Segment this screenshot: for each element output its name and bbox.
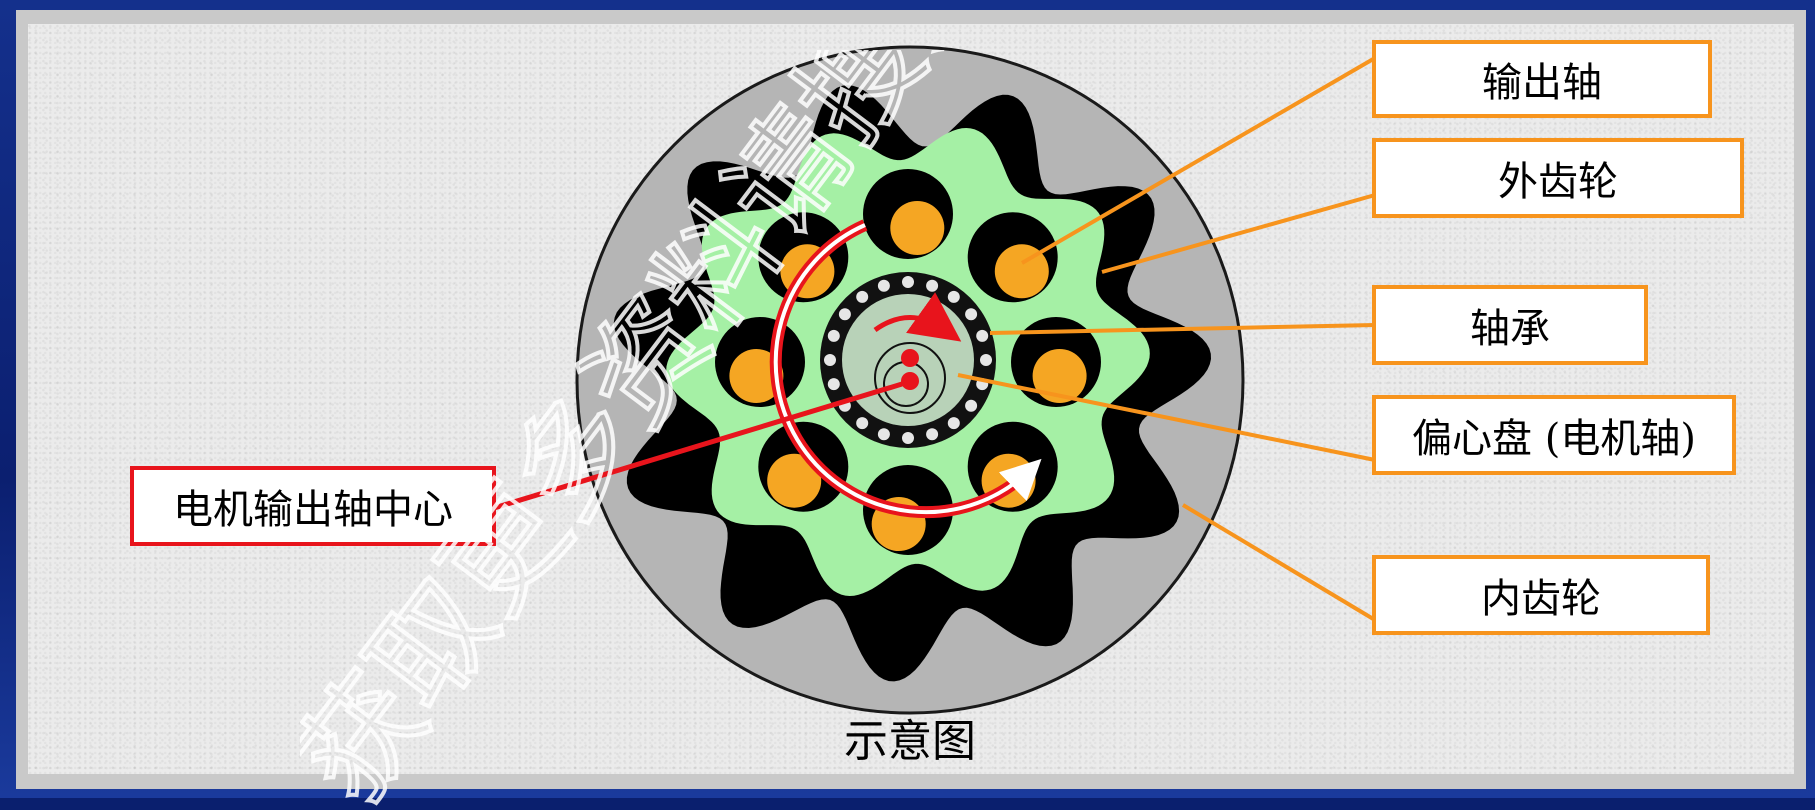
output-pin xyxy=(1032,349,1087,403)
bearing-ball xyxy=(926,428,939,441)
eccentric-rotation-arrow xyxy=(873,292,962,342)
output-pin xyxy=(767,453,822,508)
callout-line-eccentric-disk xyxy=(957,373,1376,462)
bearing-ball xyxy=(947,417,960,430)
callout-line-external-gear xyxy=(1101,193,1376,274)
bearing-ball xyxy=(877,428,890,441)
bearing-ball xyxy=(902,432,914,444)
motor-shaft-outline xyxy=(874,342,946,414)
bearing-ball xyxy=(856,290,869,303)
eccentric-center-dot xyxy=(901,349,919,367)
label-bearing: 轴承 xyxy=(1372,285,1648,365)
bearing-ball xyxy=(856,417,869,430)
bearing-ball xyxy=(947,290,960,303)
bearing-ball xyxy=(877,279,890,292)
label-eccentric-disk: 偏心盘 (电机轴) xyxy=(1372,395,1736,475)
bearing-ball xyxy=(926,279,939,292)
bearing-ball xyxy=(827,378,840,391)
label-external-gear: 外齿轮 xyxy=(1372,138,1744,218)
bearing-ball xyxy=(980,354,992,366)
bearing-ball xyxy=(965,399,978,412)
output-pin xyxy=(994,244,1049,299)
output-rotation-arrow-core xyxy=(773,223,1042,515)
label-output-shaft: 输出轴 xyxy=(1372,40,1712,118)
callout-line-motor-center xyxy=(493,381,903,511)
callout-line-bearing xyxy=(989,323,1376,335)
callout-line-internal-gear xyxy=(1181,503,1377,622)
label-motor-output-center: 电机输出轴中心 xyxy=(130,466,496,546)
bearing-ball xyxy=(838,308,851,321)
bearing-ball xyxy=(827,329,840,342)
motor-center-dot xyxy=(901,372,919,390)
output-pin xyxy=(890,201,945,255)
label-internal-gear: 内齿轮 xyxy=(1372,555,1710,635)
callout-line-output-shaft xyxy=(1020,56,1377,265)
bearing-ball xyxy=(965,308,978,321)
bearing-ball xyxy=(902,276,914,288)
bearing-ball xyxy=(824,354,836,366)
diagram-caption: 示意图 xyxy=(844,716,976,767)
bearing-ball xyxy=(976,329,989,342)
